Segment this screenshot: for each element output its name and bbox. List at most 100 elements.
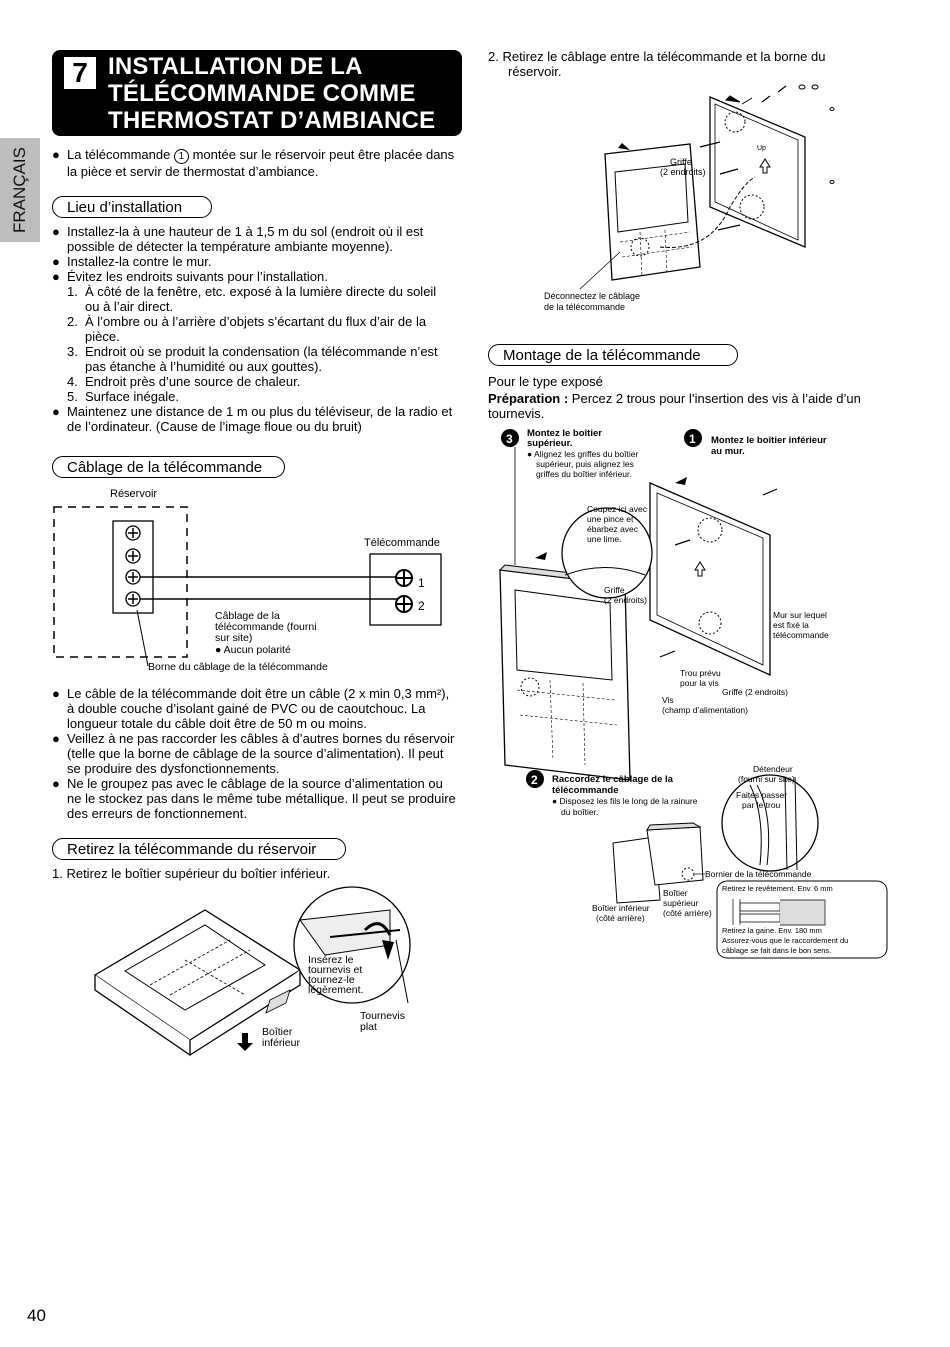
tournevis-label: Tournevis	[360, 1010, 405, 1022]
list-text: à double couche d’isolant gainé de PVC o…	[67, 701, 426, 716]
cable-label: sur site)	[215, 632, 252, 644]
list-line: ●Ne le groupez pas avec le câblage de la…	[52, 776, 467, 791]
boitier-sup-label: Boîtier	[663, 888, 688, 898]
step-2-title: Raccordez le câblage de la	[552, 774, 674, 785]
terminal-2-label: 2	[418, 599, 425, 613]
bullet-icon: ●	[52, 686, 60, 701]
step-1-title: Montez le boîtier inférieur	[711, 435, 827, 446]
step-2-note: du boîtier.	[561, 807, 598, 817]
section-title-box: 7 INSTALLATION DE LA TÉLÉCOMMANDE COMME …	[52, 50, 462, 136]
step-3-marker	[501, 429, 519, 447]
prep-text: tournevis.	[488, 406, 545, 421]
list-text: pas étanche à l’humidité ou aux gouttes)…	[85, 359, 323, 374]
list-line: à double couche d’isolant gainé de PVC o…	[52, 701, 467, 716]
step-3-note: supérieur, puis alignez les	[536, 459, 634, 469]
heading-montage: Montage de la télécommande	[488, 344, 738, 366]
bullet-icon: ●	[52, 224, 60, 239]
intro-text: la pièce et servir de thermostat d’ambia…	[67, 164, 319, 179]
list-text: Évitez les endroits suivants pour l’inst…	[67, 269, 328, 284]
mounting-figure: 3 Montez le boîtier supérieur. ● Alignez…	[498, 428, 888, 959]
step-3-number: 3	[506, 432, 513, 446]
coupez-label: Coupez ici avec	[587, 504, 648, 514]
list-line: ● Évitez les endroits suivants pour l’ins…	[52, 269, 467, 284]
step-3-note: griffes du boîtier inférieur.	[536, 469, 632, 479]
gaine-label: câblage se fait dans le bon sens.	[722, 946, 831, 955]
section-number: 7	[64, 57, 96, 89]
trou-label: pour la vis	[680, 678, 719, 688]
griffe-label: (2 endroits)	[604, 595, 647, 605]
list-line: 2.À l’ombre ou à l’arrière d’objets s’éc…	[52, 314, 467, 329]
bullet-icon: ●	[52, 404, 60, 419]
lieu-list: ● Installez-la à une hauteur de 1 à 1,5 m…	[52, 224, 467, 434]
boitier-label: inférieur	[262, 1037, 300, 1049]
step-3-title: Montez le boîtier	[527, 428, 602, 439]
list-text: Installez-la contre le mur.	[67, 254, 212, 269]
boitier-sup-label: supérieur	[663, 898, 699, 908]
step-2-marker	[526, 770, 544, 788]
prep-label: Préparation :	[488, 391, 569, 406]
list-text: se produire des dysfonctionnements.	[67, 761, 280, 776]
callout-text: légèrement.	[308, 984, 363, 996]
faites-label: Faites passer	[736, 790, 787, 800]
list-line: 1.À côté de la fenêtre, etc. exposé à la…	[52, 284, 467, 299]
gaine-label: Assurez-vous que le raccordement du	[722, 936, 848, 945]
list-line: ●Le câble de la télécommande doit être u…	[52, 686, 467, 701]
callout-text: tournez-le	[308, 974, 355, 986]
detendeur-label: Détendeur	[753, 764, 793, 774]
vis-label: (champ d’alimentation)	[662, 705, 748, 715]
list-text: Maintenez une distance de 1 m ou plus du…	[67, 404, 453, 419]
list-line: longueur totale du câble doit être de 50…	[52, 716, 467, 731]
list-line: possible de détecter la température ambi…	[52, 239, 467, 254]
heading-retirez: Retirez la télécommande du réservoir	[52, 838, 346, 860]
revet-label: Retirez le revêtement. Env. 6 mm	[722, 884, 833, 893]
step-1-marker	[684, 429, 702, 447]
list-line: 5.Surface inégale.	[52, 389, 467, 404]
list-number: 3.	[67, 344, 78, 359]
intro-text: La télécommande	[67, 147, 174, 162]
disconnect-figure: Up Griffe (2 endroits) Déconnectez le câ…	[544, 84, 835, 312]
list-text: À côté de la fenêtre, etc. exposé à la l…	[85, 284, 437, 299]
intro-paragraph: ● La télécommande 1 montée sur le réserv…	[52, 147, 467, 179]
borne-label: Borne du câblage de la télécommande	[148, 661, 328, 673]
list-line: se produire des dysfonctionnements.	[52, 761, 467, 776]
step-3-title: supérieur.	[527, 438, 572, 449]
callout-text: Insérez le	[308, 954, 354, 966]
deconnect-label: Déconnectez le câblage	[544, 291, 640, 301]
trou-label: Trou prévu	[680, 668, 721, 678]
boitier-inf-label: (côté arrière)	[596, 913, 645, 923]
step-2-line: 2. Retirez le câblage entre la télécomma…	[488, 49, 826, 64]
cable-label: Câblage de la	[215, 610, 280, 622]
reservoir-box	[53, 506, 188, 658]
list-line: des erreurs de fonctionnement.	[52, 806, 467, 821]
list-number: 4.	[67, 374, 78, 389]
faites-label: par le trou	[742, 800, 781, 810]
list-text: Endroit près d’une source de chaleur.	[85, 374, 301, 389]
ref-number-icon: 1	[173, 149, 189, 164]
step-2-line: réservoir.	[508, 64, 562, 79]
bullet-icon: ●	[52, 254, 60, 269]
step-1-title: au mur.	[711, 446, 745, 457]
wiring-diagram: Réservoir Télécommande 1 2 Câblage de la…	[53, 488, 442, 673]
language-tab: FRANÇAIS	[0, 138, 40, 242]
list-text: Surface inégale.	[85, 389, 179, 404]
coupez-label: une lime.	[587, 534, 622, 544]
boitier-inf-label: Boîtier inférieur	[592, 903, 650, 913]
intro-text: montée sur le réservoir peut être placée…	[188, 147, 455, 162]
list-number: 2.	[67, 314, 78, 329]
list-line: pièce.	[52, 329, 467, 344]
list-text: Installez-la à une hauteur de 1 à 1,5 m …	[67, 224, 424, 239]
cable-label: ● Aucun polarité	[215, 644, 291, 656]
list-line: 4. Endroit près d’une source de chaleur.	[52, 374, 467, 389]
list-line: (telle que la borne de câblage de la sou…	[52, 746, 467, 761]
step-2: 2. Retirez le câblage entre la télécomma…	[488, 49, 825, 79]
list-line: ne le stockez pas dans le même tube méta…	[52, 791, 467, 806]
bullet-icon: ●	[52, 269, 60, 284]
prep-text: Percez 2 trous pour l’insertion des vis …	[568, 391, 861, 406]
terminal-1-label: 1	[418, 576, 425, 590]
list-text: de l’ordinateur. (Cause de l’image floue…	[67, 419, 362, 434]
telecommande-label: Télécommande	[364, 537, 440, 549]
list-text: ne le stockez pas dans le même tube méta…	[67, 791, 456, 806]
list-text: (telle que la borne de câblage de la sou…	[67, 746, 444, 761]
step-2-note: ● Disposez les fils le long de la rainur…	[552, 796, 698, 806]
coupez-label: une pince et	[587, 514, 634, 524]
